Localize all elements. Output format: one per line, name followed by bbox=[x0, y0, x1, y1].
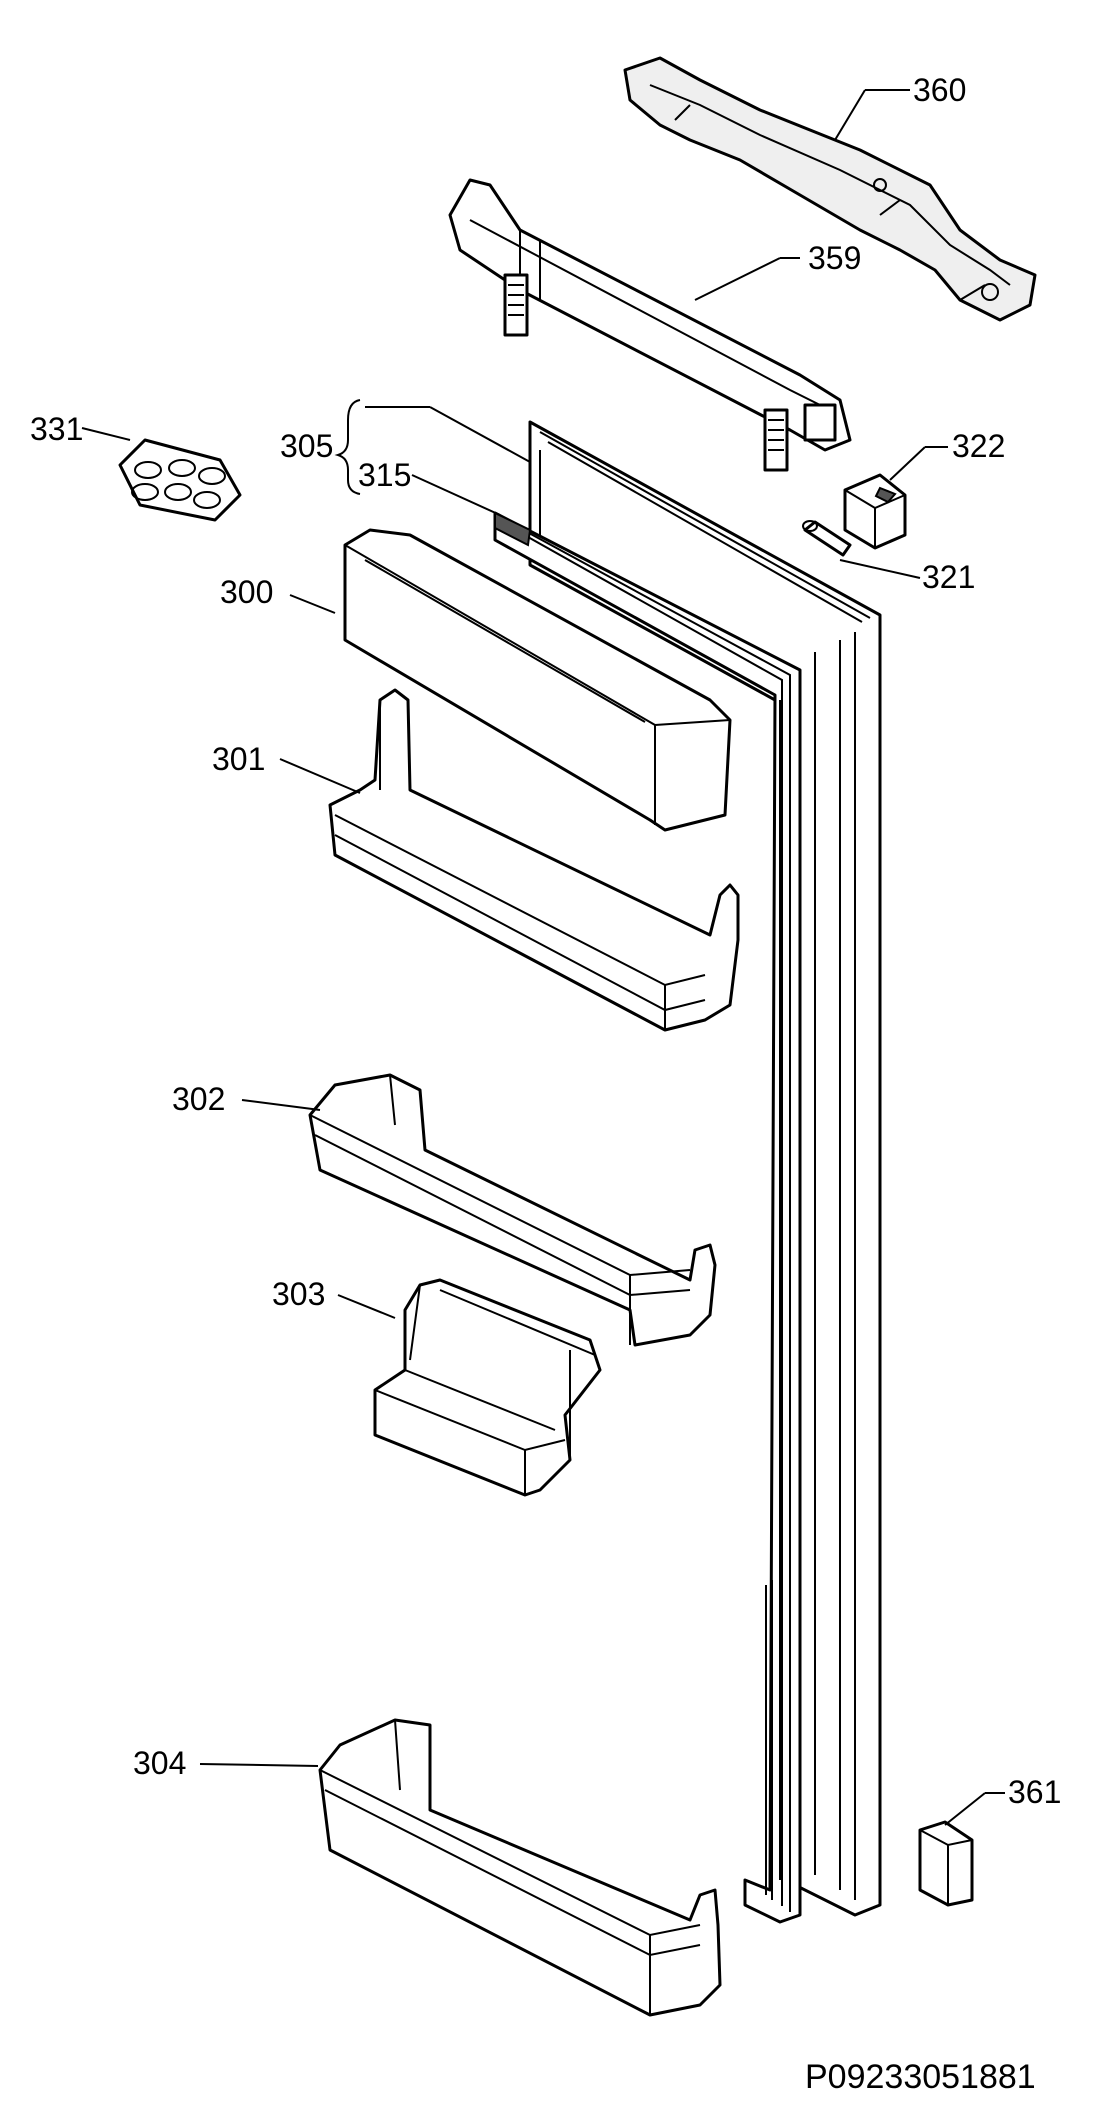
callout-305: 305 bbox=[280, 428, 333, 464]
callout-315: 315 bbox=[358, 457, 411, 493]
leader-300 bbox=[289, 594, 336, 614]
leader-302 bbox=[241, 1099, 321, 1111]
part-360-hinge-bracket bbox=[623, 56, 1037, 322]
part-301-upper-shelf bbox=[328, 688, 740, 1032]
callout-360: 360 bbox=[913, 72, 966, 108]
callout-361: 361 bbox=[1008, 1774, 1061, 1810]
callout-303: 303 bbox=[272, 1276, 325, 1312]
callout-321: 321 bbox=[922, 559, 975, 595]
leader-359 bbox=[694, 257, 781, 301]
leader-301 bbox=[279, 758, 361, 794]
leader-321 bbox=[839, 559, 921, 579]
callout-331: 331 bbox=[30, 411, 83, 447]
part-300-dairy-lid bbox=[343, 528, 732, 832]
drawing-code: P09233051881 bbox=[805, 2058, 1036, 2096]
part-315-door-gasket bbox=[493, 511, 802, 1924]
callout-322: 322 bbox=[952, 428, 1005, 464]
leader-360 bbox=[834, 89, 866, 141]
leader-303 bbox=[337, 1294, 396, 1319]
part-304-bottom-shelf bbox=[318, 1718, 722, 2017]
callout-301: 301 bbox=[212, 741, 265, 777]
part-361-clip bbox=[918, 1820, 974, 1907]
part-359-top-cover bbox=[448, 178, 852, 472]
leader-315 bbox=[411, 474, 501, 516]
leader-304 bbox=[199, 1763, 319, 1767]
leader-331 bbox=[81, 427, 131, 441]
callout-359: 359 bbox=[808, 240, 861, 276]
part-321-hinge-pin bbox=[802, 520, 852, 557]
part-303-small-compartment bbox=[373, 1278, 602, 1497]
part-322-hinge-block bbox=[843, 473, 907, 550]
callout-302: 302 bbox=[172, 1081, 225, 1117]
brace-305-315 bbox=[334, 399, 361, 495]
part-331-egg-tray bbox=[118, 438, 242, 522]
callout-304: 304 bbox=[133, 1745, 186, 1781]
callout-300: 300 bbox=[220, 574, 273, 610]
leader-322 bbox=[889, 446, 926, 481]
leader-361 bbox=[944, 1792, 986, 1826]
part-302-middle-shelf bbox=[308, 1073, 717, 1347]
